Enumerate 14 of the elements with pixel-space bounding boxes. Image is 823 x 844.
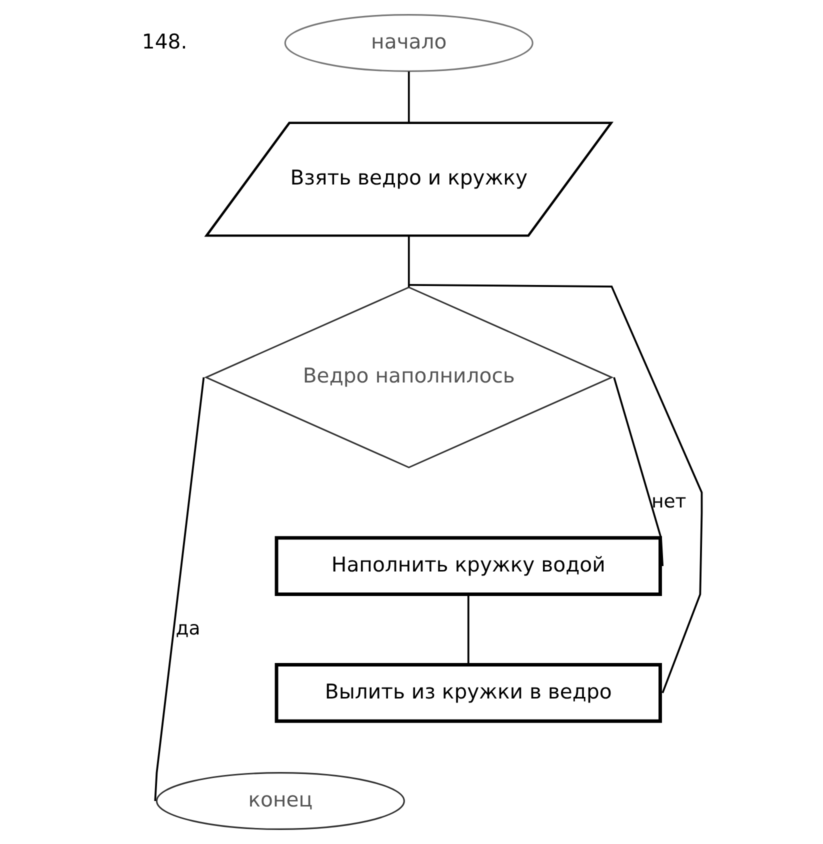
edge-label: нет <box>650 492 686 513</box>
connector <box>407 236 410 288</box>
connector <box>466 594 469 665</box>
node-ellipse: начало <box>284 14 533 72</box>
connector <box>612 377 664 566</box>
connector <box>408 284 702 694</box>
node-diamond: Ведро наполнилось <box>204 286 614 468</box>
label: 148. <box>141 29 187 54</box>
connector <box>154 377 204 802</box>
node-box: Вылить из кружки в ведро <box>274 663 662 723</box>
edge-label: да <box>175 618 200 640</box>
node-ellipse: конец <box>155 772 404 830</box>
node-box: Наполнить кружку водой <box>274 536 662 596</box>
connector <box>407 72 410 123</box>
